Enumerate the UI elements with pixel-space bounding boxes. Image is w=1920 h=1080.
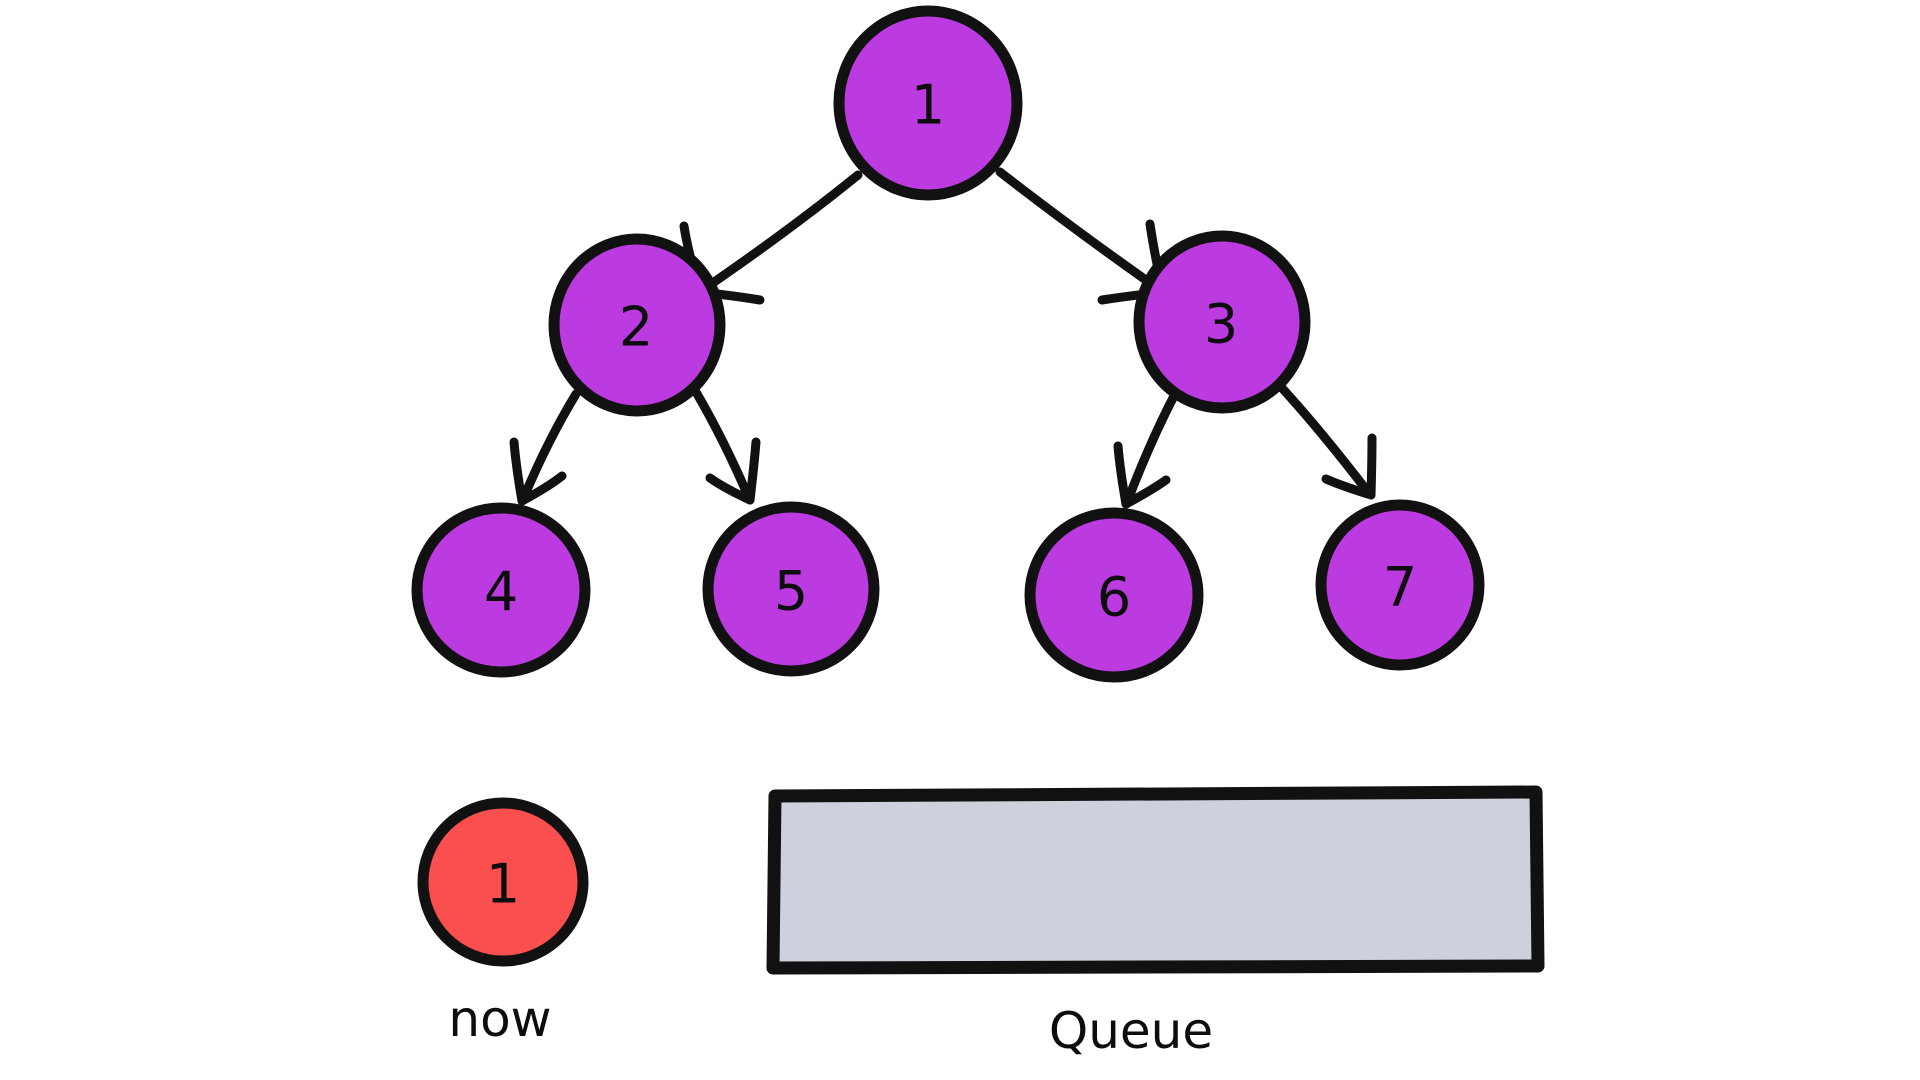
tree-node-3-shape bbox=[1133, 230, 1311, 414]
tree-node-2-shape bbox=[548, 233, 726, 417]
tree-node-7[interactable]: 7 bbox=[1315, 499, 1485, 671]
edge-2-to-4 bbox=[509, 389, 581, 506]
queue-caption: Queue bbox=[1049, 1002, 1213, 1060]
tree-node-6-shape bbox=[1024, 507, 1204, 683]
edge-1-to-3 bbox=[995, 167, 1168, 305]
tree-node-4-shape bbox=[411, 502, 591, 678]
now-marker[interactable]: 1 bbox=[417, 797, 589, 967]
tree-node-5-shape bbox=[702, 501, 880, 677]
tree-node-7-label: 7 bbox=[1383, 556, 1417, 619]
now-circle-shape bbox=[417, 797, 589, 967]
tree-node-1-shape bbox=[833, 5, 1023, 201]
edge-3-to-6 bbox=[1113, 387, 1181, 509]
now-value-label: 1 bbox=[486, 853, 520, 916]
tree-node-1-label: 1 bbox=[911, 74, 945, 137]
tree-node-3[interactable]: 3 bbox=[1133, 230, 1311, 414]
queue-box[interactable] bbox=[766, 785, 1545, 975]
tree-node-2[interactable]: 2 bbox=[548, 233, 726, 417]
tree-node-2-label: 2 bbox=[619, 296, 653, 359]
tree-node-5[interactable]: 5 bbox=[702, 501, 880, 677]
tree-node-5-label: 5 bbox=[774, 560, 808, 623]
edge-3-to-7 bbox=[1277, 383, 1377, 500]
tree-node-4-label: 4 bbox=[484, 561, 518, 624]
tree-node-6[interactable]: 6 bbox=[1024, 507, 1204, 683]
tree-node-4[interactable]: 4 bbox=[411, 502, 591, 678]
tree-nodes: 1 2 3 4 5 6 bbox=[411, 5, 1485, 683]
queue-box-shape bbox=[766, 785, 1545, 975]
now-caption: now bbox=[448, 990, 551, 1048]
tree-node-7-shape bbox=[1315, 499, 1485, 671]
tree-node-1[interactable]: 1 bbox=[833, 5, 1023, 201]
tree-node-6-label: 6 bbox=[1097, 566, 1131, 629]
tree-node-3-label: 3 bbox=[1204, 293, 1238, 356]
edge-2-to-5 bbox=[691, 387, 761, 505]
